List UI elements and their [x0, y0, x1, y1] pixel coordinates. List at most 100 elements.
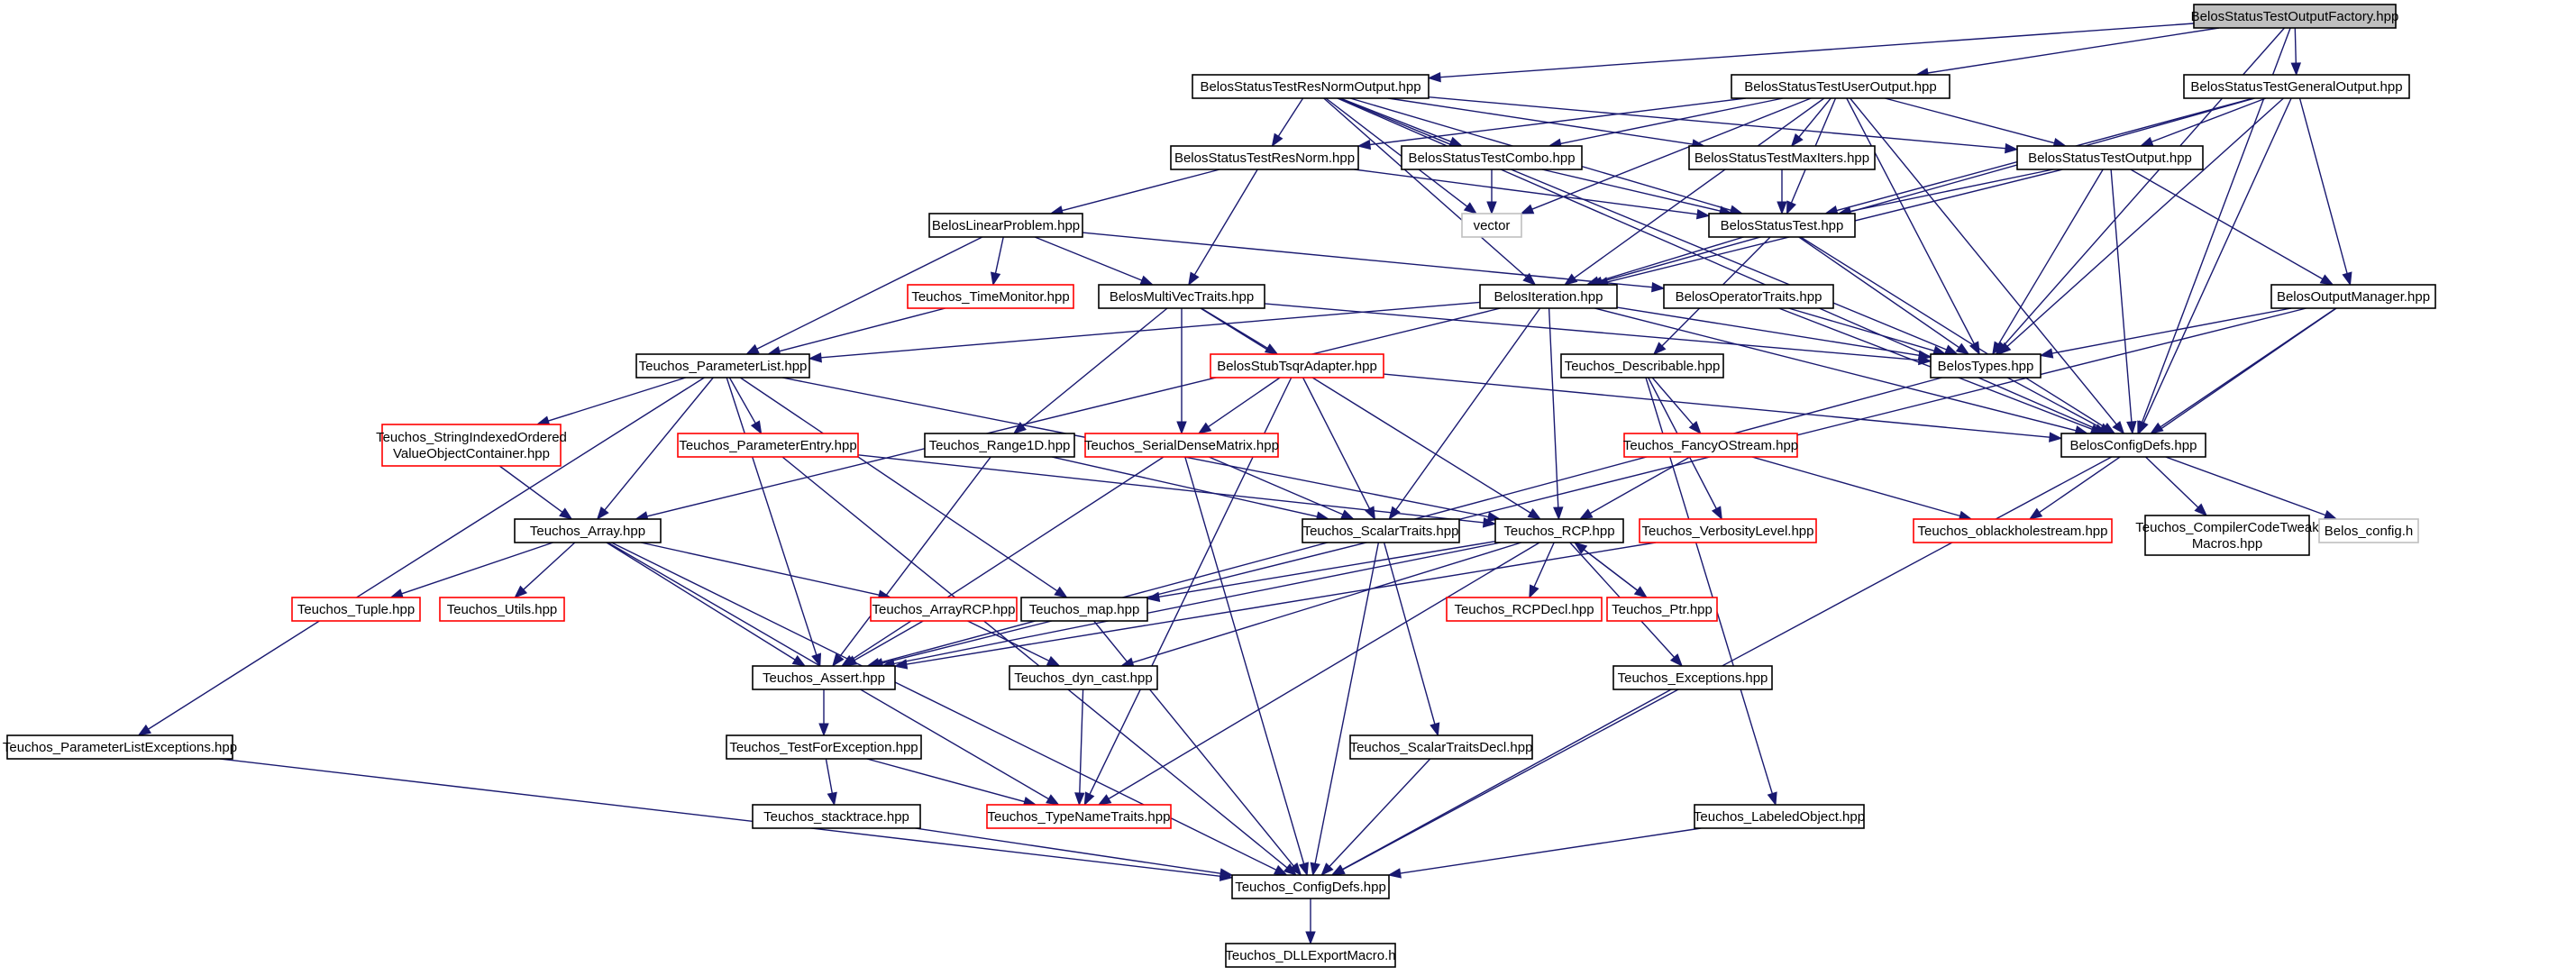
node-box[interactable] — [870, 597, 1018, 622]
node-box[interactable] — [1606, 597, 1718, 622]
node-box[interactable] — [1231, 874, 1390, 899]
node-describable[interactable]: Teuchos_Describable.hpp — [1560, 353, 1724, 379]
node-dyncast[interactable]: Teuchos_dyn_cast.hpp — [1009, 665, 1158, 690]
node-box[interactable] — [752, 665, 896, 690]
node-box[interactable] — [1708, 213, 1856, 238]
node-scalartraits[interactable]: Teuchos_ScalarTraits.hpp — [1302, 518, 1460, 543]
node-fancyo[interactable]: Teuchos_FancyOStream.hpp — [1623, 433, 1798, 458]
node-box[interactable] — [1688, 145, 1876, 170]
node-box[interactable] — [726, 734, 922, 760]
node-tmap[interactable]: Teuchos_map.hpp — [1020, 597, 1148, 622]
node-box[interactable] — [1225, 943, 1396, 968]
node-box[interactable] — [1731, 74, 1950, 99]
node-testforexc[interactable]: Teuchos_TestForException.hpp — [726, 734, 922, 760]
node-timemon[interactable]: Teuchos_TimeMonitor.hpp — [907, 284, 1074, 309]
node-mvtraits[interactable]: BelosMultiVecTraits.hpp — [1098, 284, 1265, 309]
node-box[interactable] — [2060, 433, 2206, 458]
node-box[interactable] — [1639, 518, 1817, 543]
node-box[interactable] — [635, 353, 810, 379]
node-resnormout[interactable]: BelosStatusTestResNormOutput.hpp — [1192, 74, 1430, 99]
node-box[interactable] — [2016, 145, 2204, 170]
node-box[interactable] — [1170, 145, 1359, 170]
node-plist[interactable]: Teuchos_ParameterList.hpp — [635, 353, 810, 379]
node-combo[interactable]: BelosStatusTestCombo.hpp — [1401, 145, 1583, 170]
node-box[interactable] — [1479, 284, 1618, 309]
node-box[interactable] — [514, 518, 662, 543]
node-box[interactable] — [439, 597, 565, 622]
node-box[interactable] — [1009, 665, 1158, 690]
node-stest[interactable]: BelosStatusTest.hpp — [1708, 213, 1856, 238]
node-box[interactable] — [2318, 518, 2419, 543]
node-arrayrcp[interactable]: Teuchos_ArrayRCP.hpp — [870, 597, 1018, 622]
node-pentry[interactable]: Teuchos_ParameterEntry.hpp — [677, 433, 859, 458]
node-utils[interactable]: Teuchos_Utils.hpp — [439, 597, 565, 622]
node-box[interactable] — [1210, 353, 1384, 379]
node-box[interactable] — [381, 424, 562, 467]
node-box[interactable] — [1098, 284, 1265, 309]
node-plexc[interactable]: Teuchos_ParameterListExceptions.hpp — [3, 734, 237, 760]
node-sdm[interactable]: Teuchos_SerialDenseMatrix.hpp — [1084, 433, 1279, 458]
node-box[interactable] — [677, 433, 859, 458]
node-box[interactable] — [6, 734, 233, 760]
node-optraits[interactable]: BelosOperatorTraits.hpp — [1663, 284, 1834, 309]
node-assert[interactable]: Teuchos_Assert.hpp — [752, 665, 896, 690]
node-box[interactable] — [907, 284, 1074, 309]
node-box[interactable] — [986, 804, 1172, 829]
node-stdecl[interactable]: Teuchos_ScalarTraitsDecl.hpp — [1349, 734, 1533, 760]
node-box[interactable] — [1612, 665, 1773, 690]
node-iteration[interactable]: BelosIteration.hpp — [1479, 284, 1618, 309]
node-box[interactable] — [1560, 353, 1724, 379]
node-belosconfh[interactable]: Belos_config.h — [2318, 518, 2419, 543]
node-box[interactable] — [2144, 515, 2310, 556]
node-tarray[interactable]: Teuchos_Array.hpp — [514, 518, 662, 543]
node-vector[interactable]: vector — [1461, 213, 1522, 238]
node-box[interactable] — [928, 213, 1083, 238]
node-belostypes[interactable]: BelosTypes.hpp — [1930, 353, 2042, 379]
node-box[interactable] — [1913, 518, 2113, 543]
node-userout[interactable]: BelosStatusTestUserOutput.hpp — [1731, 74, 1950, 99]
node-tsqr[interactable]: BelosStubTsqrAdapter.hpp — [1210, 353, 1384, 379]
node-box[interactable] — [1623, 433, 1798, 458]
node-box[interactable] — [1930, 353, 2042, 379]
node-tconfig[interactable]: Teuchos_ConfigDefs.hpp — [1231, 874, 1390, 899]
node-ptr[interactable]: Teuchos_Ptr.hpp — [1606, 597, 1718, 622]
node-dllexport[interactable]: Teuchos_DLLExportMacro.h — [1225, 943, 1396, 968]
node-outmgr[interactable]: BelosOutputManager.hpp — [2270, 284, 2436, 309]
node-stout[interactable]: BelosStatusTestOutput.hpp — [2016, 145, 2204, 170]
node-box[interactable] — [1302, 518, 1460, 543]
node-box[interactable] — [2183, 74, 2410, 99]
node-box[interactable] — [2270, 284, 2436, 309]
node-tuple[interactable]: Teuchos_Tuple.hpp — [291, 597, 421, 622]
node-box[interactable] — [291, 597, 421, 622]
node-range1d[interactable]: Teuchos_Range1D.hpp — [924, 433, 1075, 458]
node-box[interactable] — [924, 433, 1075, 458]
node-box[interactable] — [1084, 433, 1279, 458]
node-box[interactable] — [752, 804, 921, 829]
node-root[interactable]: BelosStatusTestOutputFactory.hpp — [2191, 4, 2399, 29]
node-box[interactable] — [1020, 597, 1148, 622]
node-box[interactable] — [1446, 597, 1603, 622]
node-box[interactable] — [1349, 734, 1533, 760]
node-resnorm[interactable]: BelosStatusTestResNorm.hpp — [1170, 145, 1359, 170]
node-genout[interactable]: BelosStatusTestGeneralOutput.hpp — [2183, 74, 2410, 99]
node-box[interactable] — [1401, 145, 1583, 170]
node-rcp[interactable]: Teuchos_RCP.hpp — [1494, 518, 1624, 543]
node-box[interactable] — [1663, 284, 1834, 309]
node-box[interactable] — [2193, 4, 2397, 29]
node-box[interactable] — [1461, 213, 1522, 238]
node-stacktrace[interactable]: Teuchos_stacktrace.hpp — [752, 804, 921, 829]
node-oblack[interactable]: Teuchos_oblackholestream.hpp — [1913, 518, 2113, 543]
node-box[interactable] — [1494, 518, 1624, 543]
node-linprob[interactable]: BelosLinearProblem.hpp — [928, 213, 1083, 238]
node-exceptions[interactable]: Teuchos_Exceptions.hpp — [1612, 665, 1773, 690]
node-labeled[interactable]: Teuchos_LabeledObject.hpp — [1694, 804, 1865, 829]
node-rcpdecl[interactable]: Teuchos_RCPDecl.hpp — [1446, 597, 1603, 622]
node-box[interactable] — [1192, 74, 1430, 99]
node-maxiters[interactable]: BelosStatusTestMaxIters.hpp — [1688, 145, 1876, 170]
node-belosconfig[interactable]: BelosConfigDefs.hpp — [2060, 433, 2206, 458]
node-verbosity[interactable]: Teuchos_VerbosityLevel.hpp — [1639, 518, 1817, 543]
node-typename[interactable]: Teuchos_TypeNameTraits.hpp — [986, 804, 1172, 829]
node-sivo[interactable]: Teuchos_StringIndexedOrderedValueObjectC… — [376, 424, 567, 467]
node-box[interactable] — [1694, 804, 1865, 829]
